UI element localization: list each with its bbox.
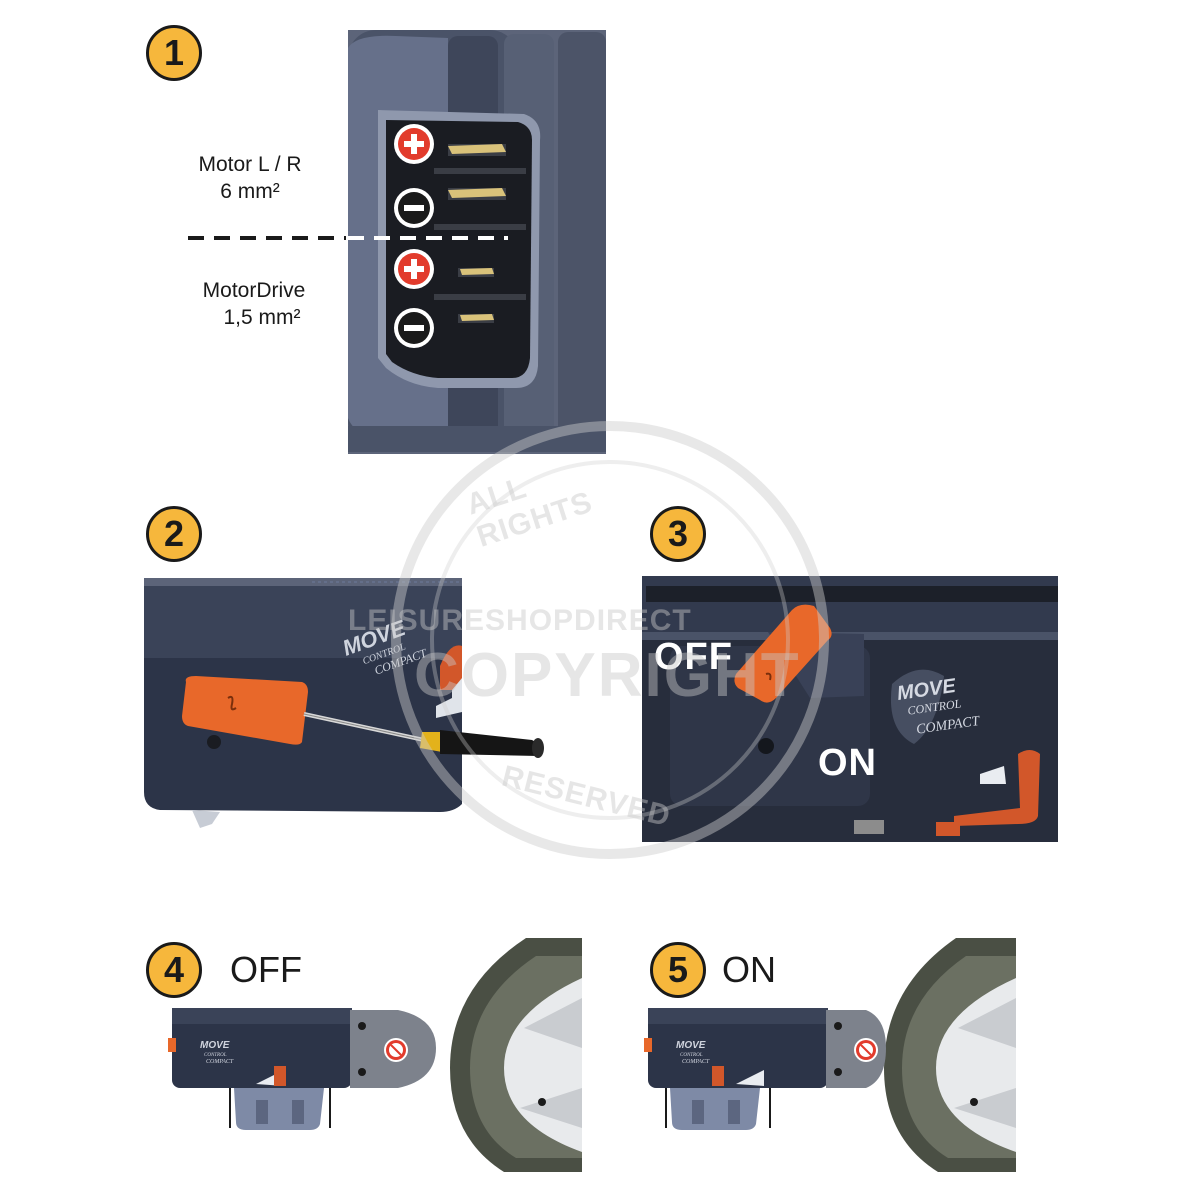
drive-label: MotorDrive <box>202 279 306 302</box>
panel5-logo-move: MOVE <box>676 1040 706 1051</box>
on-position-label: ON <box>818 742 877 784</box>
panel5-logo-control: CONTROL <box>680 1053 703 1058</box>
lever-position-illustration: MOVE CONTROL COMPACT <box>642 576 1058 842</box>
panel5-logo-compact: COMPACT <box>682 1059 710 1065</box>
step-4-state: OFF <box>230 949 302 990</box>
step-1-badge: 1 <box>146 25 202 81</box>
drive-size: 1,5 mm² <box>223 306 301 329</box>
panel4-logo-compact: COMPACT <box>206 1059 234 1065</box>
off-position-label: OFF <box>654 636 733 678</box>
panel4-logo-move: MOVE <box>200 1040 230 1051</box>
step-5-badge: 5 <box>650 942 706 998</box>
step-5-state: ON <box>722 949 776 990</box>
disengaged-roller-illustration: MOVE CONTROL COMPACT <box>168 938 582 1172</box>
watermark-top-text: ALL RIGHTS <box>462 471 597 554</box>
motor-label: Motor L / R <box>198 153 302 176</box>
step-3-badge: 3 <box>650 506 706 562</box>
engaged-roller-illustration: MOVE CONTROL COMPACT <box>644 938 1016 1172</box>
step-2-badge: 2 <box>146 506 202 562</box>
step-4-badge: 4 <box>146 942 202 998</box>
panel4-logo-control: CONTROL <box>204 1053 227 1058</box>
unlock-lever-illustration: MOVE CONTROL COMPACT <box>144 578 544 828</box>
motor-size: 6 mm² <box>220 180 280 203</box>
connector-housing-illustration <box>188 30 606 454</box>
